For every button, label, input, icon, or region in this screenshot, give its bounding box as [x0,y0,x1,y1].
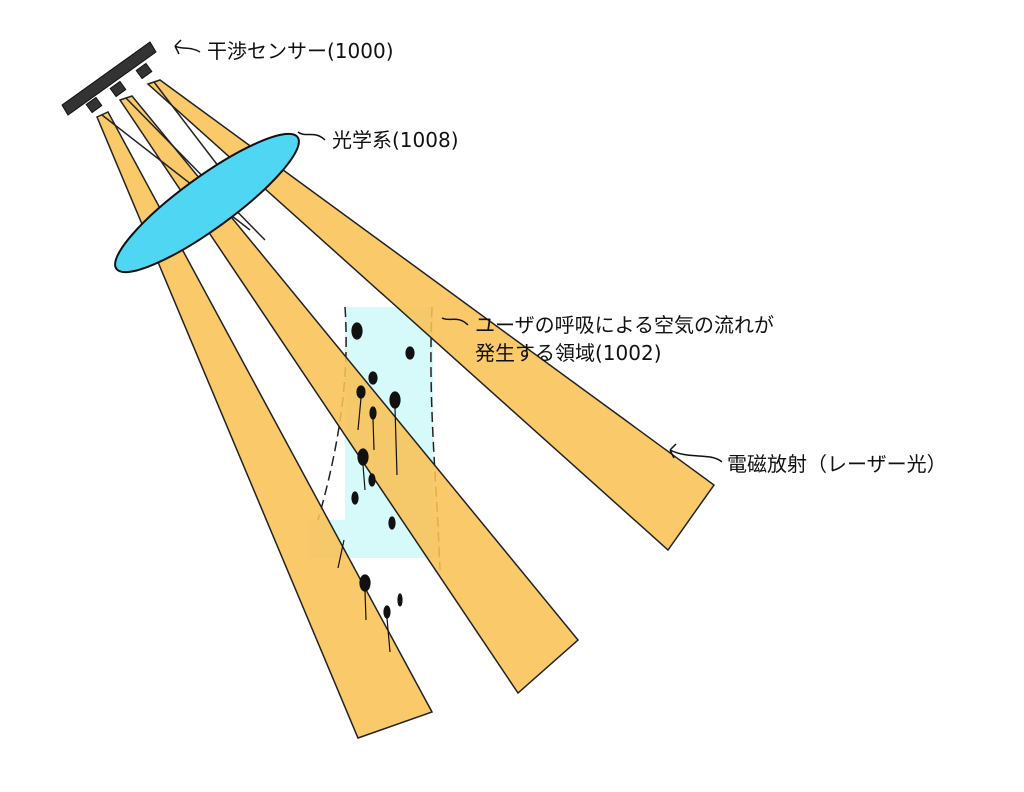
sensor-label: 干渉センサー(1000) [207,39,394,63]
particles [337,322,415,653]
region-label-line2: 発生する領域(1002) [475,341,662,365]
radiation-label: 電磁放射（レーザー光） [727,452,947,476]
laser-beam-3 [146,79,716,552]
laser-beams [96,79,716,739]
interference-sensor [61,41,157,116]
region-label-line1: ユーザの呼吸による空気の流れが [475,313,774,337]
optical-lens [114,132,300,274]
optics-label: 光学系(1008) [332,128,459,152]
laser-beam-2 [118,95,580,695]
leader-lines [174,39,723,463]
laser-beam-1 [96,111,434,739]
